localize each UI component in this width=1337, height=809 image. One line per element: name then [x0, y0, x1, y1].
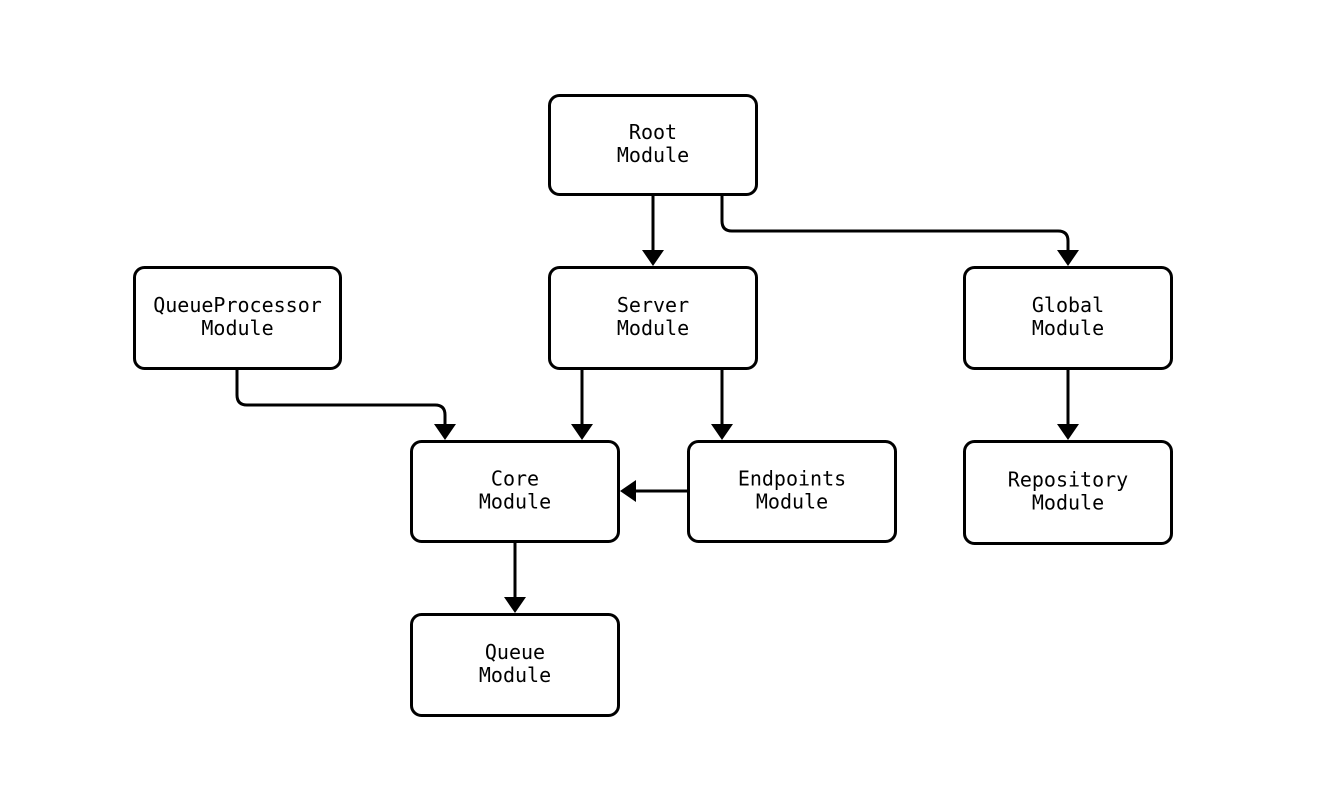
edge-global-to-repository	[1057, 370, 1079, 440]
edge-endpoints-to-core-arrowhead-icon	[620, 480, 636, 502]
edge-server-to-core-arrowhead-icon	[571, 424, 593, 440]
global-module-node-box[interactable]	[963, 266, 1173, 370]
edge-server-to-endpoints	[711, 370, 733, 440]
queueprocessor-module-node-label-line1: QueueProcessor	[153, 293, 322, 317]
edge-server-to-core	[571, 370, 593, 440]
edge-root-to-server-arrowhead-icon	[642, 250, 664, 266]
queue-module-node-label-line1: Queue	[485, 640, 545, 664]
edge-core-to-queue-arrowhead-icon	[504, 597, 526, 613]
core-module-node-box[interactable]	[410, 440, 620, 543]
core-module-node-label-line1: Core	[491, 467, 539, 491]
edge-endpoints-to-core	[620, 480, 687, 502]
server-module-node-box[interactable]	[548, 266, 758, 370]
edge-root-to-global-line	[720, 196, 1070, 252]
repository-module-node-label-line1: Repository	[1008, 468, 1128, 492]
server-module-node-label-line2: Module	[617, 316, 689, 340]
endpoints-module-node-box[interactable]	[687, 440, 897, 543]
global-module-node-label-line1: Global	[1032, 293, 1104, 317]
edge-server-to-endpoints-arrowhead-icon	[711, 424, 733, 440]
root-module-node-box[interactable]	[548, 94, 758, 196]
queue-module-node-label-line2: Module	[479, 663, 551, 687]
server-module-node-label-line1: Server	[617, 293, 689, 317]
queueprocessor-module-node-label-line2: Module	[201, 316, 273, 340]
root-module-node-label-line2: Module	[617, 143, 689, 167]
edge-queueprocessor-to-core-arrowhead-icon	[434, 424, 456, 440]
queueprocessor-module-node-box[interactable]	[133, 266, 342, 370]
core-module-node-label-line2: Module	[479, 490, 551, 514]
edge-core-to-queue	[504, 543, 526, 613]
queue-module-node-box[interactable]	[410, 613, 620, 717]
endpoints-module-node-label-line1: Endpoints	[738, 467, 846, 491]
edge-root-to-global-arrowhead-icon	[1057, 250, 1079, 266]
global-module-node-label-line2: Module	[1032, 316, 1104, 340]
edges-layer	[235, 196, 1079, 613]
repository-module-node-label-line2: Module	[1032, 491, 1104, 515]
edge-root-to-server	[642, 196, 664, 266]
edge-root-to-global	[720, 196, 1079, 266]
edge-global-to-repository-arrowhead-icon	[1057, 424, 1079, 440]
endpoints-module-node-label-line2: Module	[756, 490, 828, 514]
repository-module-node-box[interactable]	[963, 440, 1173, 545]
edge-queueprocessor-to-core-line	[235, 370, 447, 426]
nodes-layer: RootModuleQueueProcessorModuleServerModu…	[133, 94, 1173, 717]
edge-queueprocessor-to-core	[235, 370, 456, 440]
root-module-node-label-line1: Root	[629, 120, 677, 144]
